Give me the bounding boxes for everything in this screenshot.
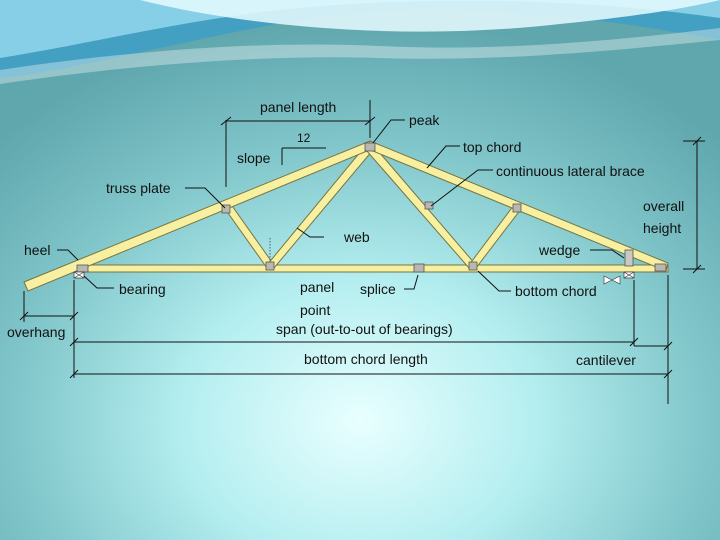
label-span: span (out-to-out of bearings) (276, 321, 453, 337)
truss-plate-right-web (512, 203, 522, 213)
wedge-symbol (603, 275, 621, 285)
truss-plate-right-panel (468, 261, 478, 271)
label-truss-plate: truss plate (106, 180, 171, 196)
label-bearing: bearing (119, 281, 166, 297)
web-member-4 (468, 204, 522, 269)
label-wedge: wedge (538, 242, 580, 258)
label-panel-length: panel length (260, 99, 336, 115)
labels: panel length peak 12 slope top chord con… (7, 99, 684, 368)
label-overall: overall (643, 198, 684, 214)
truss-plate-brace (424, 201, 434, 210)
dimensions (19, 100, 705, 404)
label-peak: peak (409, 112, 440, 128)
bottom-chord-member (73, 264, 669, 273)
bearing-symbol-right (623, 271, 635, 279)
label-heel: heel (24, 242, 50, 258)
label-panel: panel (300, 279, 334, 295)
truss-plate-panel-point (265, 261, 275, 271)
label-height: height (643, 220, 681, 236)
label-bottom-chord-length: bottom chord length (304, 351, 428, 367)
truss-plate-peak (364, 142, 376, 152)
truss-plate-left-heel (76, 264, 89, 273)
truss-plate-left-web (221, 204, 231, 214)
label-top-chord: top chord (463, 139, 521, 155)
label-overhang: overhang (7, 324, 65, 340)
label-slope: slope (237, 150, 271, 166)
header-waves (0, 0, 720, 84)
label-cantilever: cantilever (576, 352, 636, 368)
web-member-1 (222, 202, 275, 269)
truss-plate-splice (413, 263, 425, 273)
truss (23, 140, 669, 292)
label-web: web (343, 229, 370, 245)
label-splice: splice (360, 281, 396, 297)
label-bottom-chord: bottom chord (515, 283, 597, 299)
wedge-block (624, 249, 634, 267)
leaders (57, 119, 625, 292)
label-continuous-lateral-brace: continuous lateral brace (496, 163, 645, 179)
label-point: point (300, 302, 330, 318)
label-slope-run: 12 (297, 131, 311, 145)
truss-plate-right-heel (654, 263, 667, 272)
bearing-symbol-left (73, 271, 85, 279)
